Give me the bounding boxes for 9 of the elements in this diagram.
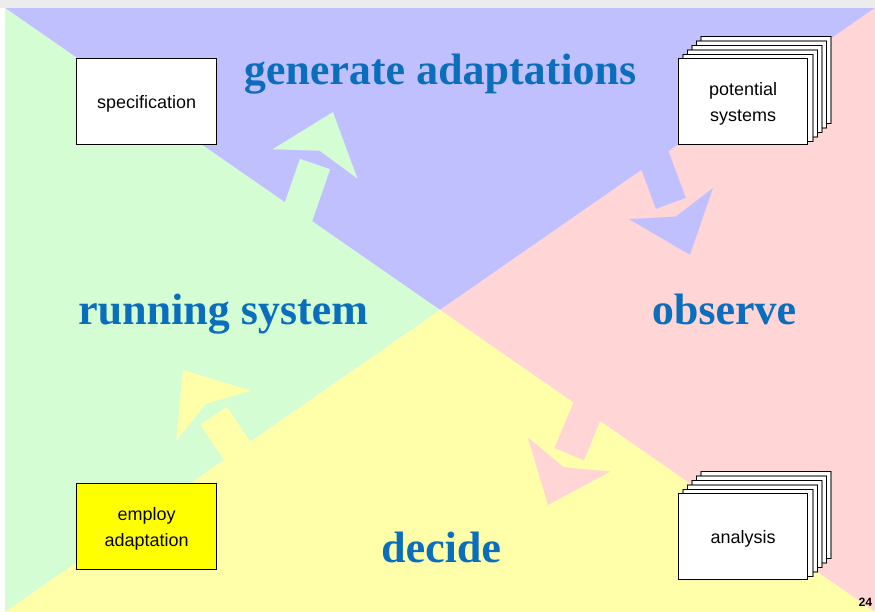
- page-number: 24: [858, 594, 872, 611]
- quadrant-title: running system: [78, 288, 368, 332]
- quadrant-title: generate adaptations: [244, 48, 636, 92]
- box-label: analysis: [709, 526, 777, 549]
- quadrant-title: observe: [652, 288, 796, 332]
- box-label: employ adaptation: [103, 502, 190, 552]
- quadrant-title: decide: [381, 526, 501, 570]
- box-label: potential systems: [708, 78, 778, 127]
- box-label: specification: [96, 90, 198, 114]
